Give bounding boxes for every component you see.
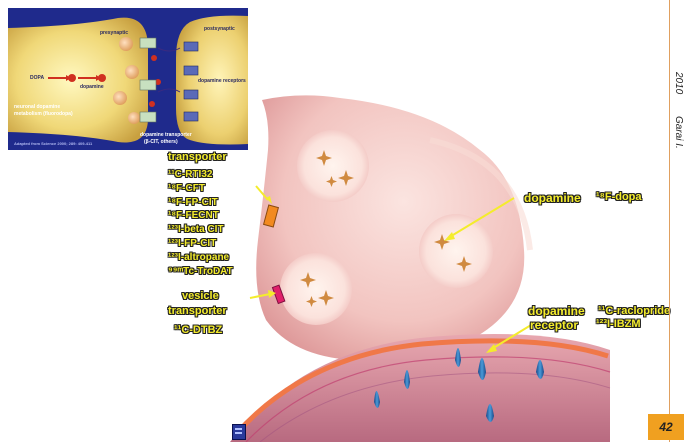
tracer-item: ¹⁸F-FP-CIT [168,196,233,210]
receptor-label-1: dopamine [528,304,585,318]
tracer-item: ¹⁸F-FECNT [168,209,233,223]
transporter-tracer-list: ¹¹C-RTI32 ¹⁸F-CFT ¹⁸F-FP-CIT ¹⁸F-FECNT ¹… [168,168,233,278]
ibzm-tracer: ¹²³I-IBZM [596,318,641,330]
speaker-notes-icon[interactable] [232,424,246,440]
author-label: Garai I. [673,116,684,149]
margin-rule [669,0,670,442]
dtbz-tracer: ¹¹C-DTBZ [174,324,222,336]
page-number-badge: 42 [648,414,684,440]
raclopride-tracer: ¹¹C-raclopride [598,305,670,317]
receptor-label-2: receptor [530,318,578,332]
transporter-heading: transporter [168,151,227,163]
dopamine-label: dopamine [524,191,581,205]
tracer-item: ¹¹C-RTI32 [168,168,233,182]
fdopa-tracer: ¹⁸F-dopa [596,191,642,203]
tracer-item: ¹²³I-altropane [168,251,233,265]
tracer-item: ⁹⁹ᵐTc-TroDAT [168,265,233,279]
tracer-item: ¹⁸F-CFT [168,182,233,196]
tracer-item: ¹²³I-beta CIT [168,223,233,237]
vesicle-transporter-label: transporter [168,305,227,317]
year-label: 2010 [673,72,684,94]
vesicle-label: vesicle [182,290,219,302]
tracer-item: ¹²³I-FP-CIT [168,237,233,251]
